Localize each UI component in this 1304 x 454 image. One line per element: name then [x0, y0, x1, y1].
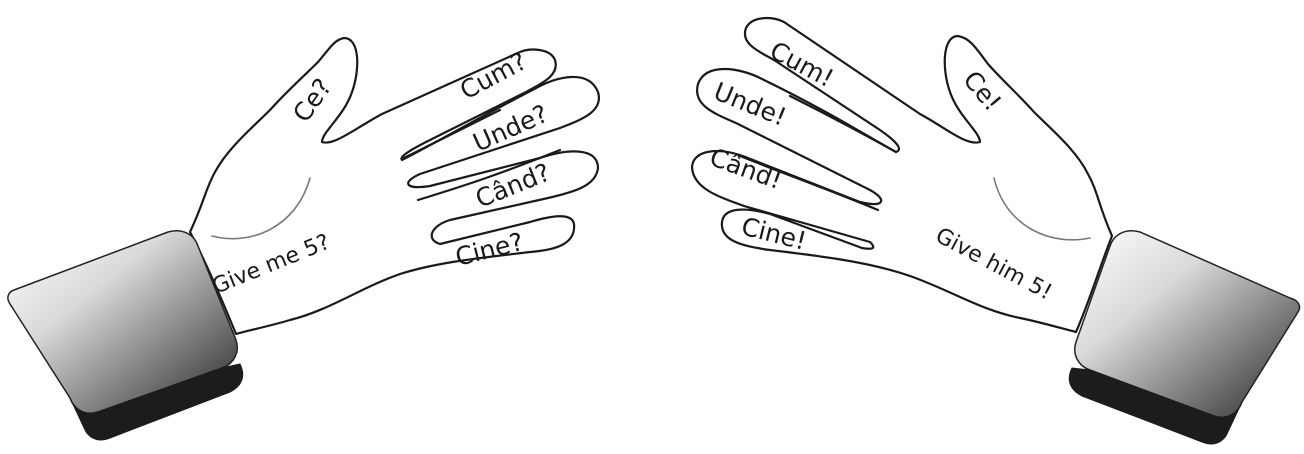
left-finger-gap-1 — [402, 108, 502, 160]
left-hand: Ce? Cum? Unde? Când? Cine? Give me 5? — [7, 36, 601, 441]
right-cuff — [1068, 230, 1301, 445]
left-cuff — [7, 230, 244, 441]
left-finger-gap-2 — [416, 148, 562, 202]
right-finger-gap-1 — [788, 94, 898, 154]
left-palm-crease — [211, 177, 311, 240]
right-finger-gap-2 — [738, 154, 880, 212]
left-finger-label-cine: Cine? — [452, 227, 526, 272]
right-palm-crease — [993, 177, 1091, 241]
right-hand: Ce! Cum! Unde! Când! Cine! Give him 5! — [690, 16, 1301, 445]
right-palm-outline — [690, 16, 1114, 334]
